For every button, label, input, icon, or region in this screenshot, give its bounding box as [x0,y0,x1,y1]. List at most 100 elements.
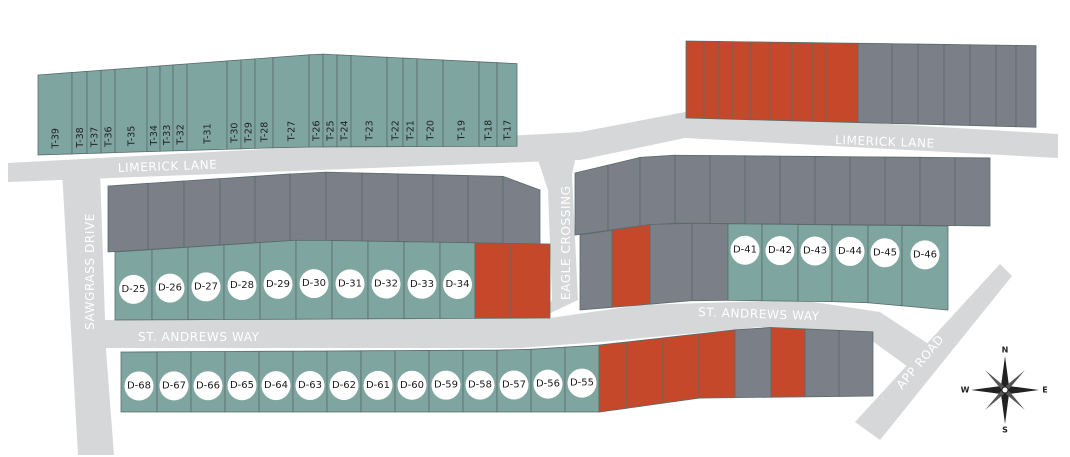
lot-north-top-row-10[interactable] [467,175,504,244]
ne-lot-row [685,40,1037,128]
lot-label: T-29 [244,122,255,143]
lot-ne-row-8[interactable] [825,42,859,123]
lot-label: D-25 [121,284,145,295]
lot-east-top-row-0[interactable] [574,164,609,236]
lot-ne-row-2[interactable] [717,41,733,120]
lot-east-mid-row-2[interactable] [649,222,693,305]
lot-north-top-row-2[interactable] [183,178,221,248]
lot-label: D-59 [434,380,458,391]
lot-ne-row-7[interactable] [811,42,827,123]
lot-north-bottom-row-10[interactable] [474,242,511,319]
lot-label: D-67 [162,380,186,391]
lot-north-top-row-9[interactable] [432,174,469,244]
lot-label: D-33 [410,279,434,290]
lot-badge [465,370,495,400]
lot-south-row-21[interactable] [838,329,874,397]
lot-label: T-24 [340,120,351,141]
lot-east-top-row-1[interactable] [607,156,641,231]
lot-label: T-37 [90,127,101,148]
compass-e: E [1042,386,1047,395]
lot-north-top-row-1[interactable] [147,180,185,250]
compass-rose: N S E W [961,346,1048,435]
lot-north-top-row-6[interactable] [325,171,363,242]
lot-ne-row-4[interactable] [749,41,771,121]
lot-east-top-row-6[interactable] [779,155,816,225]
lot-north-top-row-7[interactable] [361,172,399,243]
lot-east-mid-row-3[interactable] [691,222,729,302]
lot-east-mid-row-0[interactable] [579,229,613,311]
lot-label: D-28 [230,280,254,291]
lot-ne-row-6[interactable] [791,41,813,122]
lot-north-top-row-0[interactable] [107,182,149,253]
lot-north-top-row-11[interactable] [502,175,541,245]
lot-east-top-row-8[interactable] [849,156,886,226]
lot-south-row-20[interactable] [804,328,840,398]
lot-badge [193,371,223,401]
lot-north-top-row-4[interactable] [254,173,291,244]
lot-ne-row-13[interactable] [969,44,997,127]
lot-badge [261,371,291,401]
compass-w: W [961,386,970,395]
lot-south-row-16[interactable] [662,333,700,404]
lot-east-top-row-3[interactable] [674,154,711,224]
lot-ne-row-5[interactable] [769,41,793,122]
lot-label: D-41 [733,245,757,256]
eagle-crossing-label: EAGLE CROSSING [559,185,573,300]
lot-north-bottom-row-11[interactable] [509,242,551,319]
lot-ne-row-9[interactable] [857,42,893,124]
eagle-crossing-road [538,160,578,318]
lot-badge [263,269,293,299]
lot-north-top-row-5[interactable] [289,171,327,242]
lot-label: T-36 [104,126,115,147]
north-block-top-lots [107,171,541,253]
lot-label: D-30 [302,278,326,289]
lot-east-top-row-2[interactable] [639,154,676,227]
lot-badge [910,240,940,270]
lot-badge [765,236,795,266]
lot-north-top-row-3[interactable] [219,175,256,246]
lot-label: D-57 [502,380,526,391]
lot-east-top-row-9[interactable] [884,156,921,226]
lot-badge [800,236,830,266]
lot-east-top-row-10[interactable] [919,156,956,227]
lot-ne-row-3[interactable] [731,41,751,121]
lot-ne-row-12[interactable] [943,44,971,126]
lot-badge [155,273,185,303]
lot-east-top-row-4[interactable] [709,155,746,225]
lot-south-row-17[interactable] [698,329,736,399]
lot-badge [329,370,359,400]
lot-ne-row-14[interactable] [995,44,1017,128]
lot-east-top-row-7[interactable] [814,156,851,226]
lot-north-top-row-8[interactable] [397,173,434,243]
lot-label: T-38 [75,127,86,148]
lot-south-row-19[interactable] [770,327,806,398]
lot-badge [397,370,427,400]
lot-badge [295,371,325,401]
lot-label: T-34 [149,125,160,146]
lot-label: T-26 [312,120,323,141]
lot-ne-row-0[interactable] [685,40,705,119]
lot-ne-row-15[interactable] [1015,44,1037,128]
lot-south-row-15[interactable] [626,337,664,409]
lot-t-17[interactable] [496,62,518,147]
lot-east-top-row-5[interactable] [744,155,781,225]
lot-east-mid-row-1[interactable] [611,224,651,308]
lot-east-top-row-11[interactable] [954,157,991,227]
limerick-lane-road [8,112,1058,182]
lot-label: T-19 [457,120,468,141]
lot-badge [730,235,760,265]
lot-ne-row-10[interactable] [891,43,919,125]
lot-badge [119,274,148,304]
lot-south-row-14[interactable] [598,341,628,413]
compass-n: N [1002,346,1009,355]
lot-ne-row-11[interactable] [917,43,945,126]
st-andrews-way-road [104,300,930,372]
lot-ne-row-1[interactable] [703,40,719,120]
lot-badge [227,371,257,401]
lot-badge [533,369,563,399]
lot-south-row-18[interactable] [734,327,772,399]
lot-badge [335,269,365,299]
lot-label: D-26 [158,283,182,294]
